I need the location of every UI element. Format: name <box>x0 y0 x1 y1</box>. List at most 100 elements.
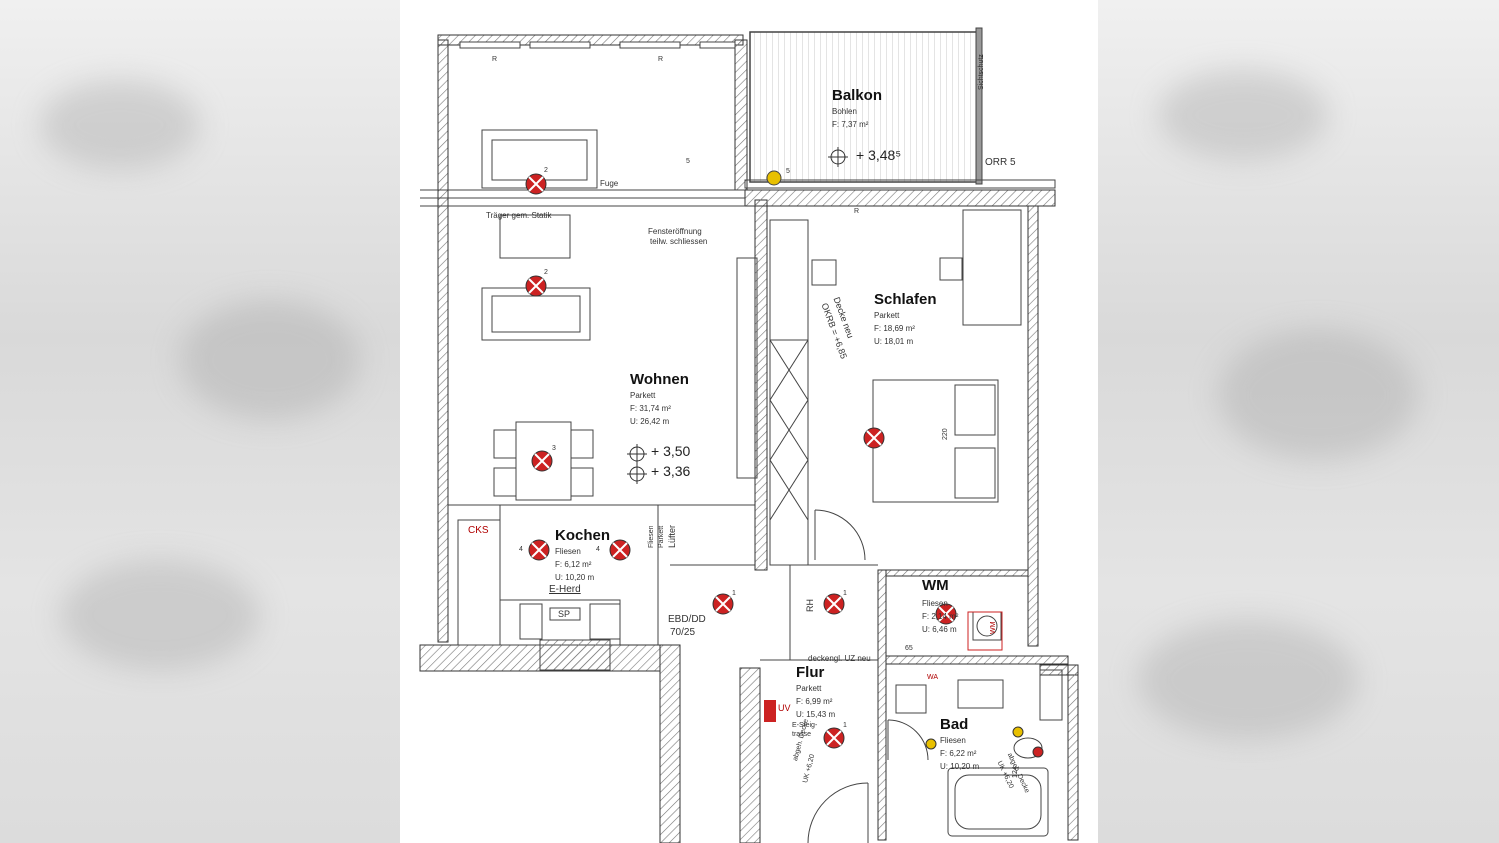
lamp-number: 5 <box>686 158 690 165</box>
wardrobe <box>769 339 809 566</box>
lamp-icon <box>525 275 547 297</box>
bed <box>872 379 999 503</box>
dining-table <box>515 421 572 501</box>
room-perimeter-bad: U: 10,20 m <box>940 762 980 771</box>
lamp-number: 1 <box>732 590 736 597</box>
label-r: R <box>658 56 664 63</box>
kitchen-units <box>457 519 621 671</box>
level-markers <box>627 147 848 484</box>
uv-box <box>764 700 776 722</box>
label-fenster-1: Fensteröffnung <box>648 227 702 236</box>
level-wohnen-2: + 3,36 <box>651 463 691 479</box>
lamp-icon <box>712 593 734 615</box>
lamp-number: 5 <box>786 168 790 175</box>
lamp-icon <box>935 603 957 625</box>
room-material-schlafen: Parkett <box>874 311 900 320</box>
label-wa: WA <box>927 674 939 681</box>
lamp-number: 2 <box>544 167 548 174</box>
label-dim-65: 65 <box>905 645 913 652</box>
lamp-icon <box>525 173 547 195</box>
label-ebd-dim: 70/25 <box>670 627 696 638</box>
room-name-flur: Flur <box>796 664 825 681</box>
wall-flur-west-inner <box>739 667 761 843</box>
wall-bad-east <box>1067 664 1079 841</box>
floor-plan: Balkon Bohlen F: 7,37 m² + 3,48⁵ Sichtsc… <box>400 0 1098 843</box>
label-dim-124: 124 <box>1012 766 1019 778</box>
wall-balkon-west <box>734 39 748 191</box>
lamp-icon <box>823 593 845 615</box>
blur-shape <box>1218 330 1418 460</box>
label-fuge: Fuge <box>600 179 619 188</box>
room-material-wohnen: Parkett <box>630 391 656 400</box>
label-r: R <box>492 56 498 63</box>
label-traeger: Träger gem. Statik <box>486 211 552 220</box>
wall-flur-bad <box>877 569 887 841</box>
shelf-wall <box>736 257 758 479</box>
label-orr: ORR 5 <box>985 157 1016 168</box>
label-sp: SP <box>558 609 571 619</box>
room-perimeter-wohnen: U: 26,42 m <box>630 417 670 426</box>
wall-wm-bad <box>885 655 1069 665</box>
lamp-icon <box>528 539 550 561</box>
left-blurred-margin <box>0 0 400 843</box>
room-area-flur: F: 6,99 m² <box>796 697 833 706</box>
lamp-icon <box>863 427 885 449</box>
label-e-steig-1: E-Steig- <box>792 722 818 729</box>
label-r: R <box>854 208 860 215</box>
floor-plan-drawing <box>419 27 1079 843</box>
label-ebd: EBD/DD <box>668 614 706 625</box>
room-material-flur: Parkett <box>796 684 822 693</box>
room-name-bad: Bad <box>940 716 969 733</box>
label-fliesen: Fliesen <box>648 525 655 548</box>
washbasin <box>957 679 1004 709</box>
wall-wm-top <box>885 569 1029 577</box>
table-top <box>499 214 571 259</box>
room-name-schlafen: Schlafen <box>874 291 937 308</box>
label-fenster-2: teilw. schliessen <box>650 237 708 246</box>
wall-east-schlafen <box>1027 205 1039 647</box>
balkon-light-icon <box>766 170 782 186</box>
lamp-number: 2 <box>544 269 548 276</box>
lamp-number: 4 <box>519 546 523 553</box>
label-deckengl: deckengl. UZ neu <box>808 654 871 663</box>
lamp-icon <box>531 450 553 472</box>
blur-shape <box>180 300 360 420</box>
room-name-kochen: Kochen <box>555 527 611 544</box>
blur-shape <box>40 80 200 170</box>
blur-shape <box>1158 70 1328 160</box>
bathtub <box>947 767 1049 837</box>
lamp-number: 1 <box>843 590 847 597</box>
room-material-balkon: Bohlen <box>832 107 857 116</box>
right-blurred-margin <box>1098 0 1499 843</box>
label-cks: CKS <box>468 525 489 536</box>
lamp-number: 3 <box>552 445 556 452</box>
wall-west <box>437 39 449 643</box>
label-e-steig-2: trasse <box>792 731 812 738</box>
room-perimeter-schlafen: U: 18,01 m <box>874 337 914 346</box>
label-sichtschutz: Sichtschutz <box>978 54 985 90</box>
blur-shape <box>60 560 260 670</box>
room-material-bad: Fliesen <box>940 736 966 745</box>
label-e-herd: E-Herd <box>549 584 581 595</box>
room-area-kochen: F: 6,12 m² <box>555 560 592 569</box>
room-area-bad: F: 6,22 m² <box>940 749 977 758</box>
lamp-number: 4 <box>596 546 600 553</box>
room-area-schlafen: F: 18,69 m² <box>874 324 915 333</box>
bath-light-icon <box>925 738 937 750</box>
label-rh: RH <box>805 599 815 612</box>
room-name-balkon: Balkon <box>832 87 883 104</box>
balkon-area <box>744 27 1056 189</box>
lamp-symbols <box>525 173 1044 758</box>
room-area-wohnen: F: 31,74 m² <box>630 404 671 413</box>
label-uv: UV <box>778 703 791 713</box>
room-name-wohnen: Wohnen <box>630 371 689 388</box>
room-material-wm: Fliesen <box>922 599 948 608</box>
label-parkett: Parkett <box>658 525 665 548</box>
bath-light-icon <box>1012 726 1024 738</box>
toilet <box>1013 737 1043 759</box>
windows <box>459 41 736 49</box>
room-name-wm: WM <box>922 577 949 594</box>
label-luefter: Lüfter <box>667 524 677 548</box>
room-material-kochen: Fliesen <box>555 547 581 556</box>
wall-north-schlafen <box>744 189 1056 207</box>
